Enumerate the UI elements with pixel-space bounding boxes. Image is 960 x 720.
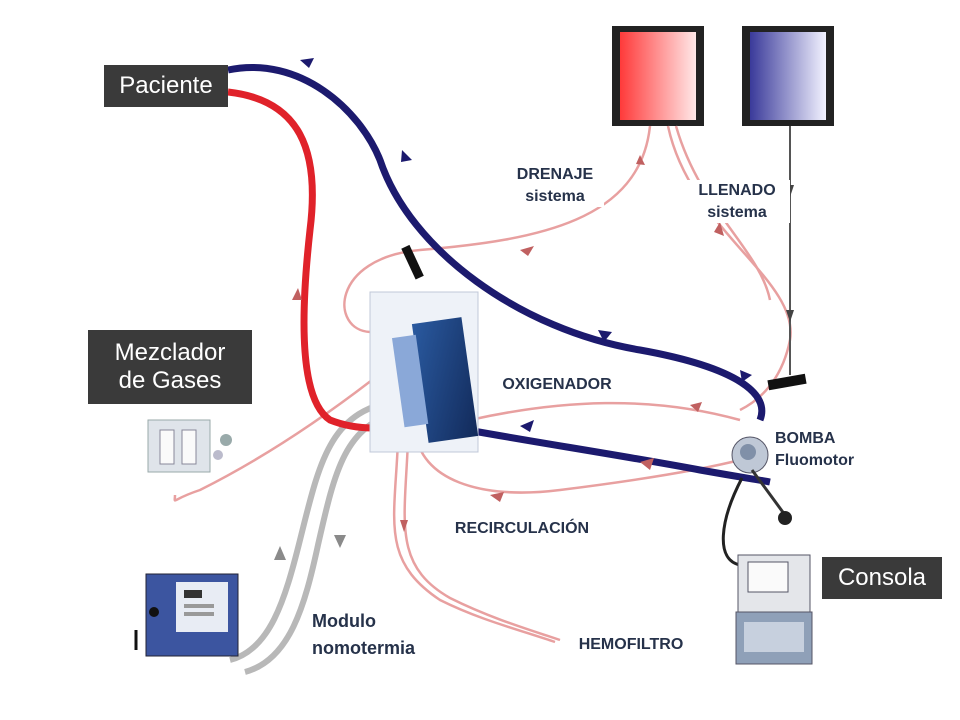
paciente-text: Paciente	[119, 72, 213, 100]
label-hemofiltro: HEMOFILTRO	[566, 632, 696, 658]
pump-head	[721, 436, 792, 567]
label-drenaje: DRENAJE sistema	[506, 164, 604, 208]
recirculacion-text: RECIRCULACIÓN	[454, 520, 590, 537]
label-recirculacion: RECIRCULACIÓN	[440, 514, 604, 544]
fill-line-a	[666, 125, 792, 412]
venous-arrows	[300, 58, 752, 432]
arterial-line	[227, 88, 413, 432]
venous-line-return	[439, 421, 771, 486]
fill-bag	[742, 26, 834, 126]
oxygenator	[369, 291, 479, 453]
gas-line	[173, 379, 373, 502]
recirculation-line-upper	[469, 401, 741, 422]
label-llenado: LLENADO sistema	[684, 180, 790, 224]
hemofilter-line-a	[392, 439, 556, 644]
clamp-drain	[401, 244, 424, 280]
drenaje-text-2: sistema	[525, 187, 585, 205]
label-oxigenador: OXIGENADOR	[482, 370, 632, 400]
hemofilter-arrow-icon	[400, 520, 408, 532]
llenado-text-2: sistema	[707, 203, 767, 221]
gray-tube-arrows	[274, 535, 346, 560]
normothermia-tubes	[229, 397, 401, 675]
mezclador-text-2: de Gases	[118, 367, 222, 394]
label-paciente: Paciente	[104, 65, 228, 107]
drain-line	[343, 125, 652, 334]
bomba-text-1: BOMBA	[775, 430, 836, 447]
venous-line	[227, 64, 766, 422]
oxigenador-text: OXIGENADOR	[502, 376, 612, 393]
bomba-text-2: Fluomotor	[775, 451, 855, 469]
llenado-text-1: LLENADO	[698, 182, 776, 199]
console-device	[735, 554, 813, 665]
label-consola: Consola	[822, 557, 942, 599]
fill-line-b	[674, 125, 772, 301]
drain-bag	[612, 26, 704, 126]
label-bomba: BOMBA Fluomotor	[775, 428, 875, 472]
flow-arrows	[292, 155, 724, 502]
modulo-text-1: Modulo	[312, 611, 376, 631]
gas-mixer-device	[147, 419, 232, 473]
clamp-fill	[767, 373, 807, 391]
hemofilter-line-b	[403, 439, 561, 642]
hemofiltro-text: HEMOFILTRO	[578, 636, 684, 653]
label-mezclador: Mezclador de Gases	[88, 330, 252, 404]
mezclador-text-1: Mezclador	[114, 339, 226, 367]
normothermia-device	[134, 573, 239, 657]
consola-text: Consola	[837, 564, 927, 592]
modulo-text-2: nomotermia	[312, 638, 416, 658]
drenaje-text-1: DRENAJE	[516, 166, 594, 183]
label-modulo: Modulo nomotermia	[312, 608, 436, 662]
